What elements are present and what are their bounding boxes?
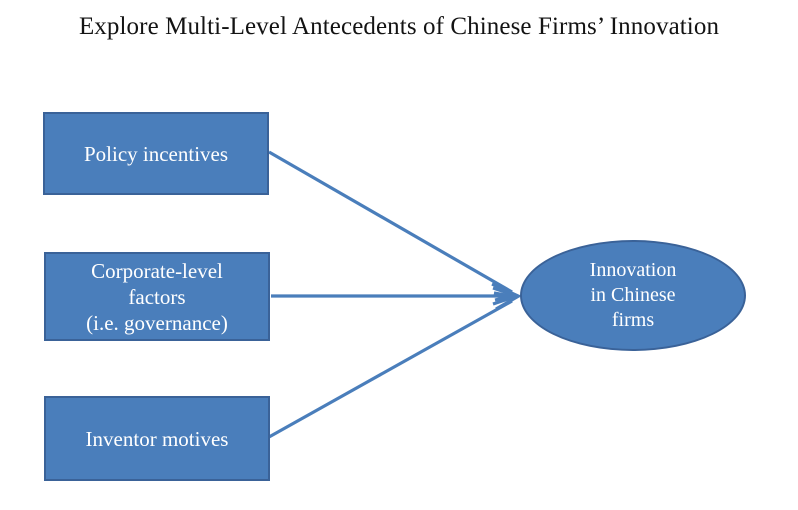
node-inventor-motives[interactable]: Inventor motives <box>44 396 270 481</box>
arrowhead-inventor <box>493 291 522 311</box>
node-innovation-in-chinese-firms[interactable]: Innovation in Chinese firms <box>520 240 746 351</box>
node-policy-incentives[interactable]: Policy incentives <box>43 112 269 195</box>
node-inventor-motives-label: Inventor motives <box>85 426 229 451</box>
node-innovation-in-chinese-firms-label: Innovation in Chinese firms <box>589 259 677 331</box>
page-title: Explore Multi-Level Antecedents of Chine… <box>78 13 720 40</box>
node-corporate-level-factors-label: Corporate-level factors (i.e. governance… <box>86 258 228 335</box>
arrow-policy-to-innovation <box>268 150 513 294</box>
node-corporate-level-factors[interactable]: Corporate-level factors (i.e. governance… <box>44 252 270 341</box>
node-policy-incentives-label: Policy incentives <box>83 141 229 166</box>
arrow-inventor-to-innovation <box>268 299 513 439</box>
